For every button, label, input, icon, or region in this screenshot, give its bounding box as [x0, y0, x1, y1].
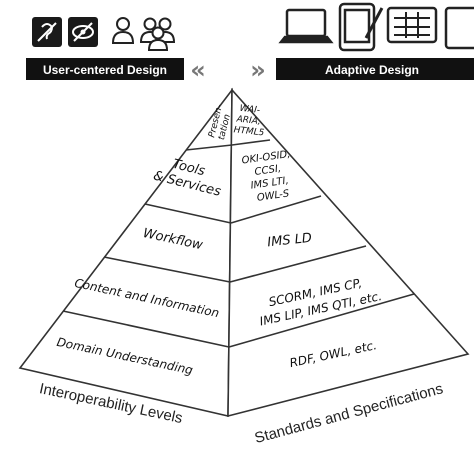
tablet-stylus-icon: [338, 2, 384, 52]
level-divider-2r: [230, 195, 322, 224]
level-divider-1: [185, 144, 233, 151]
accessibility-vision-icon: [68, 17, 98, 47]
pyramid-right-face: [227, 87, 470, 418]
level-divider-3r: [229, 245, 367, 283]
right-icon-group: [278, 2, 474, 52]
user-centered-label: User-centered Design: [43, 63, 167, 77]
level-divider-1r: [231, 139, 271, 146]
laptop-icon: [278, 8, 334, 44]
pyramid: [18, 87, 470, 418]
tablet-edge-icon: [444, 6, 474, 50]
accessibility-hearing-icon: [32, 17, 62, 47]
standards-top-line3: HTML5: [233, 125, 265, 138]
standards-tools-line2: CCSI,: [254, 163, 282, 178]
standards-tools-line3: IMS LTI,: [250, 175, 289, 191]
level-divider-4r: [228, 293, 415, 348]
standards-workflow-label: IMS LD: [267, 231, 313, 251]
user-centered-banner: User-centered Design: [26, 58, 184, 80]
left-chevrons: «: [190, 56, 206, 84]
adaptive-banner: Adaptive Design: [276, 58, 474, 80]
svg-text:WAI- ARIA, HTML5: WAI- ARIA, HTML5: [233, 103, 267, 138]
user-group-icon: [139, 17, 176, 51]
standards-presentation: WAI- ARIA, HTML5: [233, 103, 267, 139]
left-icon-group: [32, 17, 176, 51]
right-chevrons: »: [250, 56, 266, 84]
level-divider-3: [103, 256, 231, 283]
standards-top-line1: WAI-: [239, 104, 260, 116]
standards-top-line2: ARIA,: [235, 114, 261, 127]
standards-tools-line4: OWL-S: [256, 188, 290, 204]
level-divider-4: [62, 310, 230, 348]
adaptive-label: Adaptive Design: [325, 63, 419, 77]
level-divider-2: [144, 203, 232, 224]
user-icon: [111, 17, 135, 44]
tablet-grid-icon: [386, 6, 438, 44]
